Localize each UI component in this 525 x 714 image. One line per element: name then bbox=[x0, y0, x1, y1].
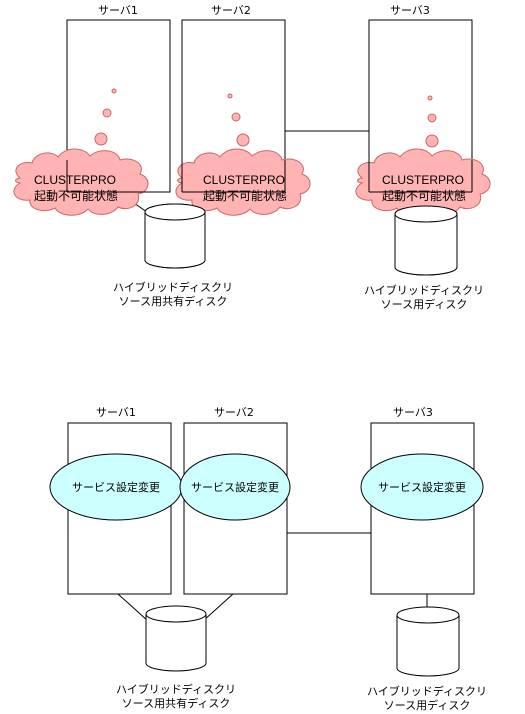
bottom-shared-disk-label-line2: ソース用共有ディスク bbox=[122, 696, 231, 710]
bottom-server2-disk-line bbox=[202, 593, 234, 622]
top-cloud3-text-line2: 起動不可能状態 bbox=[382, 188, 466, 203]
top-disk-tops bbox=[144, 203, 458, 276]
top-cloud3 bbox=[355, 148, 491, 216]
top-server3-bubbles bbox=[425, 95, 439, 148]
top-server3-label: サーバ3 bbox=[390, 4, 430, 17]
bottom-shared-disk-label-line1: ハイブリッドディスクリ bbox=[116, 682, 236, 696]
top-cloud2-text-line1: CLUSTERPRO bbox=[203, 173, 285, 187]
top-server1-bubbles bbox=[94, 88, 117, 146]
bottom-server3-disk-label-line2: ソース用ディスク bbox=[384, 698, 471, 712]
top-server2-bubbles bbox=[227, 93, 250, 147]
top-cloud2 bbox=[175, 148, 311, 216]
bottom-server1-label: サーバ1 bbox=[96, 406, 136, 419]
top-shared-disk-label-line1: ハイブリッドディスクリ bbox=[113, 280, 233, 294]
bottom-server3-oval-text: サービス設定変更 bbox=[378, 480, 466, 494]
top-cloud3-text-line1: CLUSTERPRO bbox=[382, 173, 464, 187]
top-cloud1-text-line2: 起動不可能状態 bbox=[34, 188, 118, 203]
top-server3-disk-label-line1: ハイブリッドディスクリ bbox=[364, 283, 484, 297]
bottom-server1-disk-line bbox=[117, 593, 149, 622]
top-cloud1-text-line1: CLUSTERPRO bbox=[34, 173, 116, 187]
bottom-server3-label: サーバ3 bbox=[393, 406, 433, 419]
top-section: サーバ1 サーバ2 サーバ3 bbox=[13, 4, 491, 311]
bottom-server3-disk bbox=[396, 606, 460, 677]
top-server2-label: サーバ2 bbox=[211, 4, 251, 17]
top-cloud1 bbox=[13, 148, 149, 216]
bottom-server2-oval-text: サービス設定変更 bbox=[191, 480, 279, 494]
bottom-server2-label: サーバ2 bbox=[214, 406, 254, 419]
top-server3-disk-label-line2: ソース用ディスク bbox=[381, 297, 468, 311]
top-cloud2-text-line2: 起動不可能状態 bbox=[203, 188, 287, 203]
bottom-server3-oval bbox=[360, 453, 484, 521]
bottom-server3-disk-label-line1: ハイブリッドディスクリ bbox=[367, 684, 487, 698]
bottom-server1-oval-text: サービス設定変更 bbox=[72, 480, 160, 494]
top-server1-label: サーバ1 bbox=[98, 4, 138, 17]
top-server-box-overlay bbox=[66, 160, 473, 193]
bottom-section: サーバ1 サーバ2 サーバ3 サービス設定変更 サービス設定変更 サービス設定変… bbox=[49, 406, 487, 712]
bottom-shared-disk bbox=[145, 605, 207, 672]
bottom-server2-oval bbox=[179, 453, 291, 521]
top-shared-disk-label-line2: ソース用共有ディスク bbox=[119, 294, 228, 308]
